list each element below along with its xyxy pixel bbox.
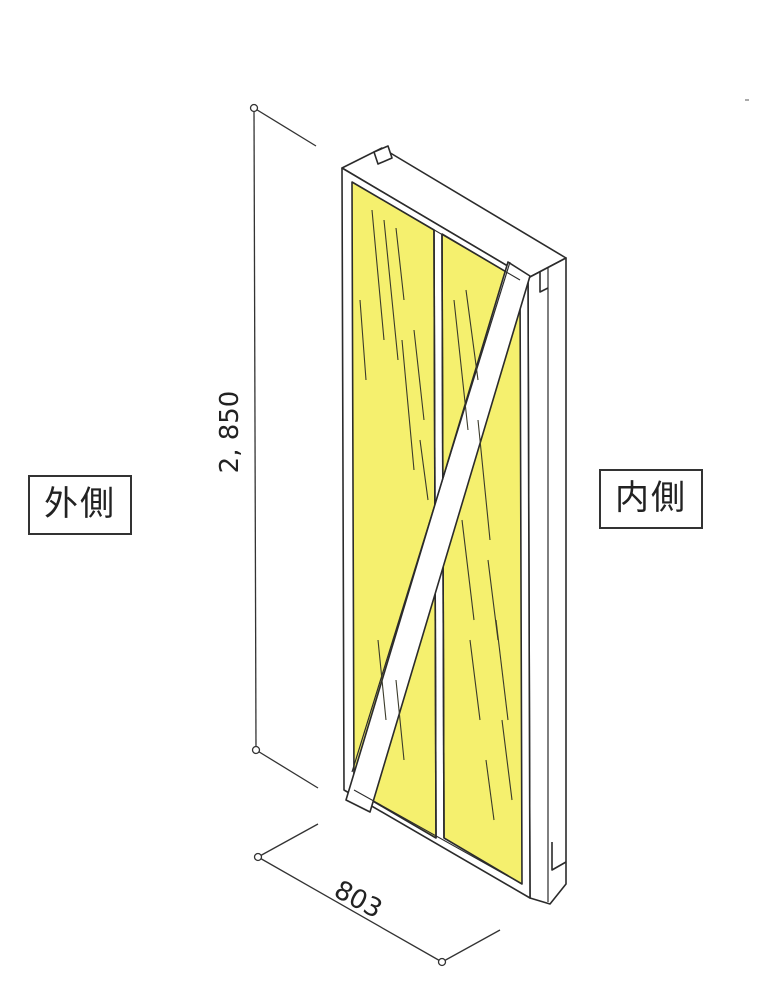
height-extension-bottom [255,749,319,789]
height-dimension-line [253,107,257,751]
glass-reflections [359,209,513,821]
height-dimension-text: 2, 850 [215,390,245,474]
width-dimension-line [257,856,443,963]
width-extension-left [257,823,319,858]
frame-side-face [527,257,567,905]
inner-border-bottom [353,789,523,885]
side-notch-bottom [551,842,567,871]
door-panel [341,145,567,905]
width-dimension [253,823,501,967]
height-dim-dot-top [249,103,259,113]
inside-label: 内側 [599,469,703,529]
inner-border-top [351,181,521,281]
brace-edge [351,261,511,773]
width-dim-dot-right [437,957,447,967]
outside-label: 外側 [28,475,132,535]
width-dim-dot-left [253,852,263,862]
diagonal-brace [345,261,531,813]
height-dimension [249,103,319,789]
side-notch-top [539,272,549,293]
frame-top-notch [373,145,393,165]
width-extension-right [441,929,501,963]
height-extension-top [253,107,317,147]
height-dim-dot-bottom [251,745,261,755]
